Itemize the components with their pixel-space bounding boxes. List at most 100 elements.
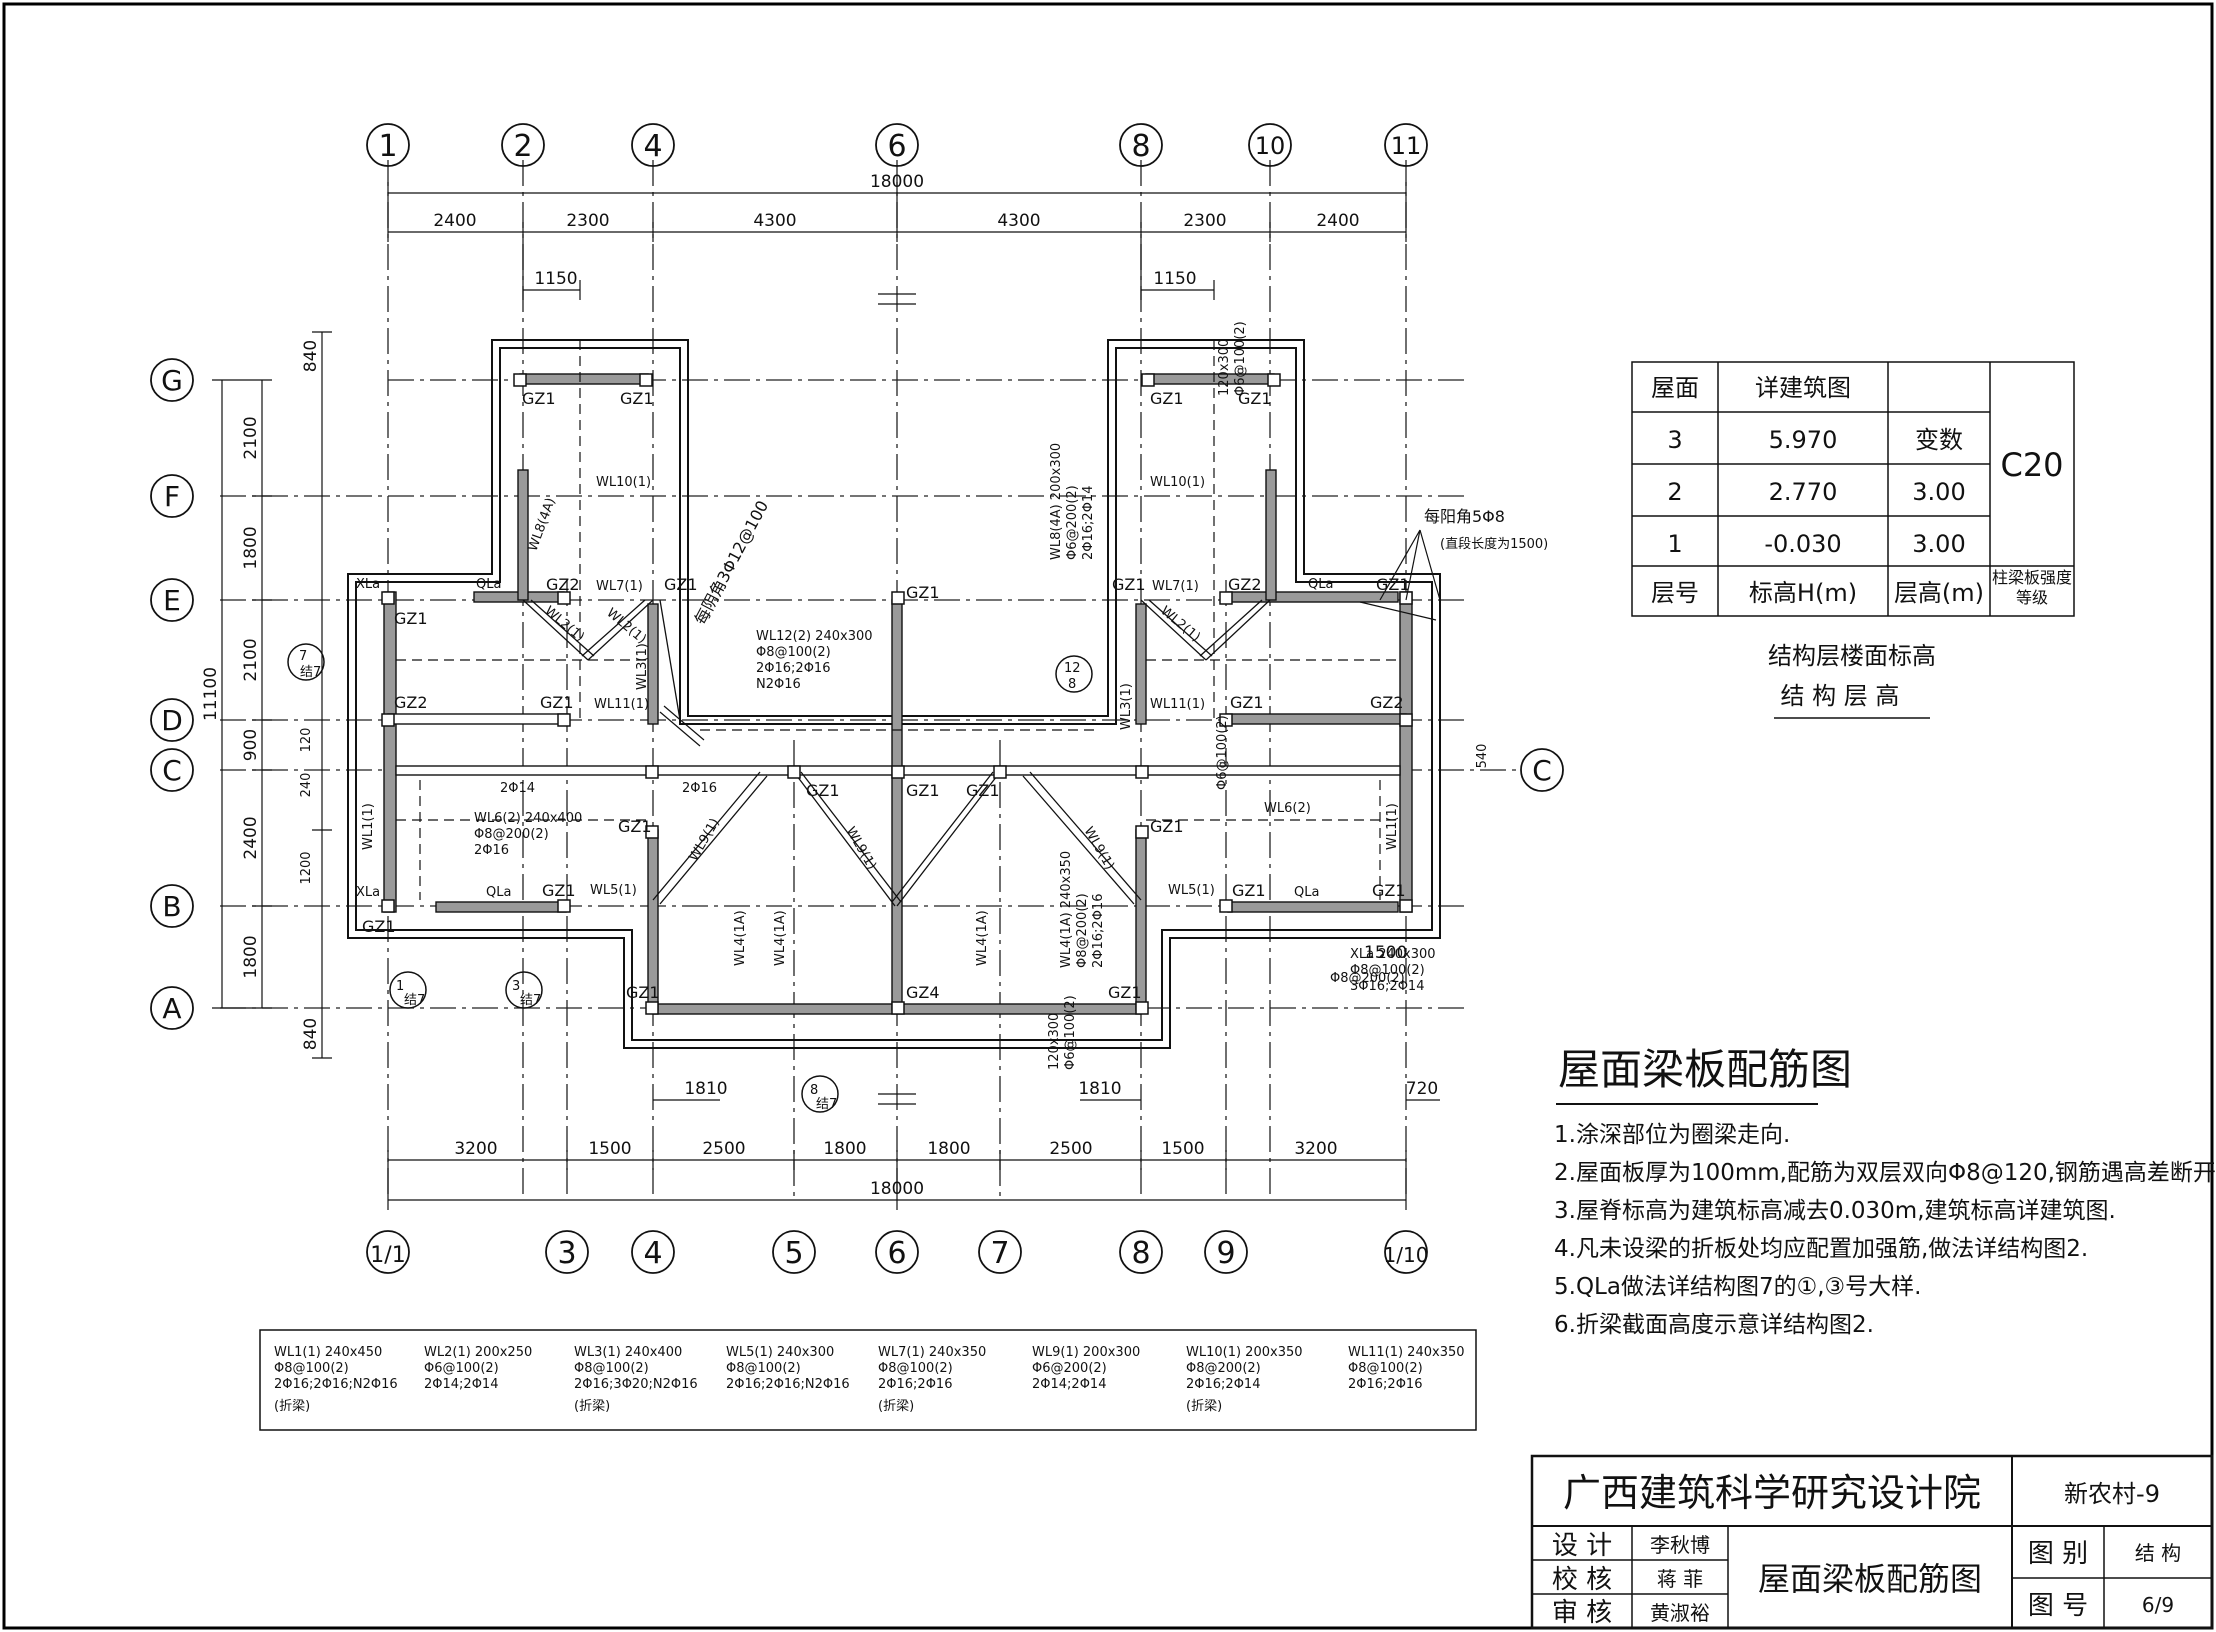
schedule-8-l1: WL11(1) 240x350 (1348, 1345, 1465, 1360)
label-wl12-spec-4: N2Φ16 (756, 677, 801, 692)
schedule-5-l2: Φ8@100(2) (878, 1361, 953, 1376)
dim-top-sub-right: 1150 (1153, 269, 1196, 289)
project-name: 新农村-9 (2064, 1480, 2160, 1508)
label-gz1: GZ1 (806, 781, 840, 800)
note-1: 1.涂深部位为圈梁走向. (1554, 1122, 1790, 1148)
label-wl5: WL5(1) (1168, 883, 1215, 898)
level-row-2-c1: 2 (1667, 478, 1682, 506)
axis-right-c: C (1532, 754, 1552, 787)
label-gz1: GZ1 (626, 983, 660, 1002)
schedule-2-l3: 2Φ14;2Φ14 (424, 1377, 498, 1392)
number-label: 图 号 (2028, 1591, 2088, 1621)
label-wl8: WL8(4A) (526, 496, 559, 553)
drawing-title: 屋面梁板配筋图 (1558, 1045, 1852, 1094)
level-footer-3: 层高(m) (1894, 579, 1984, 607)
level-table-text: 屋面 详建筑图 3 5.970 变数 2 2.770 3.00 1 -0.030… (1651, 374, 2072, 710)
label-wl7: WL7(1) (1152, 579, 1199, 594)
label-gz1: GZ1 (1230, 693, 1264, 712)
label-wl2: WL2(1) (541, 604, 586, 646)
left-dimension-lines (212, 331, 332, 1059)
level-caption-1: 结构层楼面标高 (1768, 642, 1936, 670)
level-row-3-c3: 3.00 (1912, 530, 1965, 558)
schedule-1-l3: 2Φ16;2Φ16;N2Φ16 (274, 1377, 398, 1392)
schedule-3-l2: Φ8@100(2) (574, 1361, 649, 1376)
dim-left-top: 840 (301, 340, 321, 372)
dim-bottom-sub-right: 1810 (1078, 1079, 1121, 1099)
label-reinf-yin: 每阴角3Φ12@100 (691, 497, 772, 627)
label-gz4: GZ4 (906, 983, 940, 1002)
plan-labels: GZ1 GZ1 GZ1 GZ1 GZ1 GZ2 GZ1 GZ1 GZ1 GZ2 … (356, 321, 1548, 1070)
category-value: 结 构 (2135, 1541, 2181, 1565)
axis-bottom-5: 5 (784, 1236, 803, 1271)
label-wl8-spec-2: Φ6@200(2) (1065, 485, 1080, 560)
label-bar-2-16: 2Φ16 (682, 781, 717, 796)
wall-outline (347, 339, 1441, 1049)
level-caption-2: 结 构 层 高 (1781, 682, 1900, 710)
dim-top-1: 2400 (433, 211, 476, 231)
axis-bottom-1-1: 1/1 (370, 1243, 405, 1268)
label-wl3: WL3(1) (1119, 683, 1134, 730)
label-reinf-yang: 每阳角5Φ8 (1424, 507, 1505, 526)
dim-top-4: 4300 (997, 211, 1040, 231)
level-row-1-c2: 5.970 (1769, 426, 1838, 454)
drawing-name: 屋面梁板配筋图 (1758, 1560, 1982, 1598)
axis-row-D: D (161, 704, 183, 737)
axis-top-8: 8 (1131, 129, 1150, 164)
note-3: 3.屋脊标高为建筑标高减去0.030m,建筑标高详建筑图. (1554, 1198, 2116, 1224)
label-gz2: GZ2 (546, 575, 580, 594)
label-gz1: GZ1 (1150, 389, 1184, 408)
schedule-7-l1: WL10(1) 200x350 (1186, 1345, 1303, 1360)
schedule-1-l1: WL1(1) 240x450 (274, 1345, 382, 1360)
label-wl4-spec: WL4(1A) 240x350 (1059, 851, 1074, 968)
label-gz2: GZ2 (1228, 575, 1262, 594)
ref-sheet-label: 结7 (520, 993, 541, 1008)
dim-left-bottom: 840 (301, 1018, 321, 1050)
label-wl8-spec-3: 2Φ16;2Φ14 (1081, 486, 1096, 560)
dim-bottom-7: 1500 (1161, 1139, 1204, 1159)
title-block (1530, 1454, 2214, 1630)
label-wl3: WL3(1) (635, 643, 650, 690)
label-gz1: GZ1 (1108, 983, 1142, 1002)
label-gz1: GZ1 (362, 917, 396, 936)
level-grade: C20 (2000, 446, 2063, 484)
schedule-2-l1: WL2(1) 200x250 (424, 1345, 532, 1360)
schedule-7-l2: Φ8@200(2) (1186, 1361, 1261, 1376)
label-wl4: WL4(1A) (773, 910, 788, 966)
axis-row-G: G (161, 364, 183, 397)
dim-bottom-sub-left: 1810 (684, 1079, 727, 1099)
label-reinf-yang-note: (直段长度为1500) (1440, 536, 1548, 552)
dim-left-6: 1800 (241, 935, 261, 978)
label-xla-stir: Φ8@200(2) (1330, 971, 1405, 986)
ref-8-label: 8 (1068, 677, 1076, 692)
label-wl2: WL2(1) (1157, 604, 1202, 646)
ref-sheet-label: 结7 (816, 1097, 837, 1112)
schedule-1-l2: Φ8@100(2) (274, 1361, 349, 1376)
label-wl5: WL5(1) (590, 883, 637, 898)
axis-row-C: C (162, 754, 182, 787)
schedule-4-l3: 2Φ16;2Φ16;N2Φ16 (726, 1377, 850, 1392)
schedule-8-l2: Φ8@100(2) (1348, 1361, 1423, 1376)
bottom-axis-bubbles (366, 1230, 1428, 1274)
dim-right-small: 540 (1475, 744, 1490, 769)
schedule-3-l3: 2Φ16;3Φ20;N2Φ16 (574, 1377, 698, 1392)
dim-top-sub-left: 1150 (534, 269, 577, 289)
axis-bottom-1-10: 1/10 (1384, 1243, 1429, 1267)
beam-schedule: WL1(1) 240x450 Φ8@100(2) 2Φ16;2Φ16;N2Φ16… (274, 1345, 1465, 1414)
dim-bottom-4: 1800 (823, 1139, 866, 1159)
level-footer-1: 层号 (1651, 579, 1699, 607)
ref-3-label: 3 (512, 979, 520, 994)
label-bot-small-2: Φ6@100(2) (1063, 995, 1078, 1070)
dim-left-5: 2400 (241, 816, 261, 859)
level-row-1-c3: 变数 (1915, 426, 1963, 454)
label-gz1: GZ1 (1150, 817, 1184, 836)
label-xla: XLa (356, 885, 380, 900)
dim-left-inner-2: 240 (299, 773, 314, 798)
label-gz1: GZ1 (906, 583, 940, 602)
label-wl6: WL6(2) (1264, 801, 1311, 816)
label-wl12-spec-3: 2Φ16;2Φ16 (756, 661, 830, 676)
axis-row-A: A (162, 992, 181, 1025)
number-value: 6/9 (2142, 1593, 2174, 1617)
label-gz1: GZ1 (664, 575, 698, 594)
